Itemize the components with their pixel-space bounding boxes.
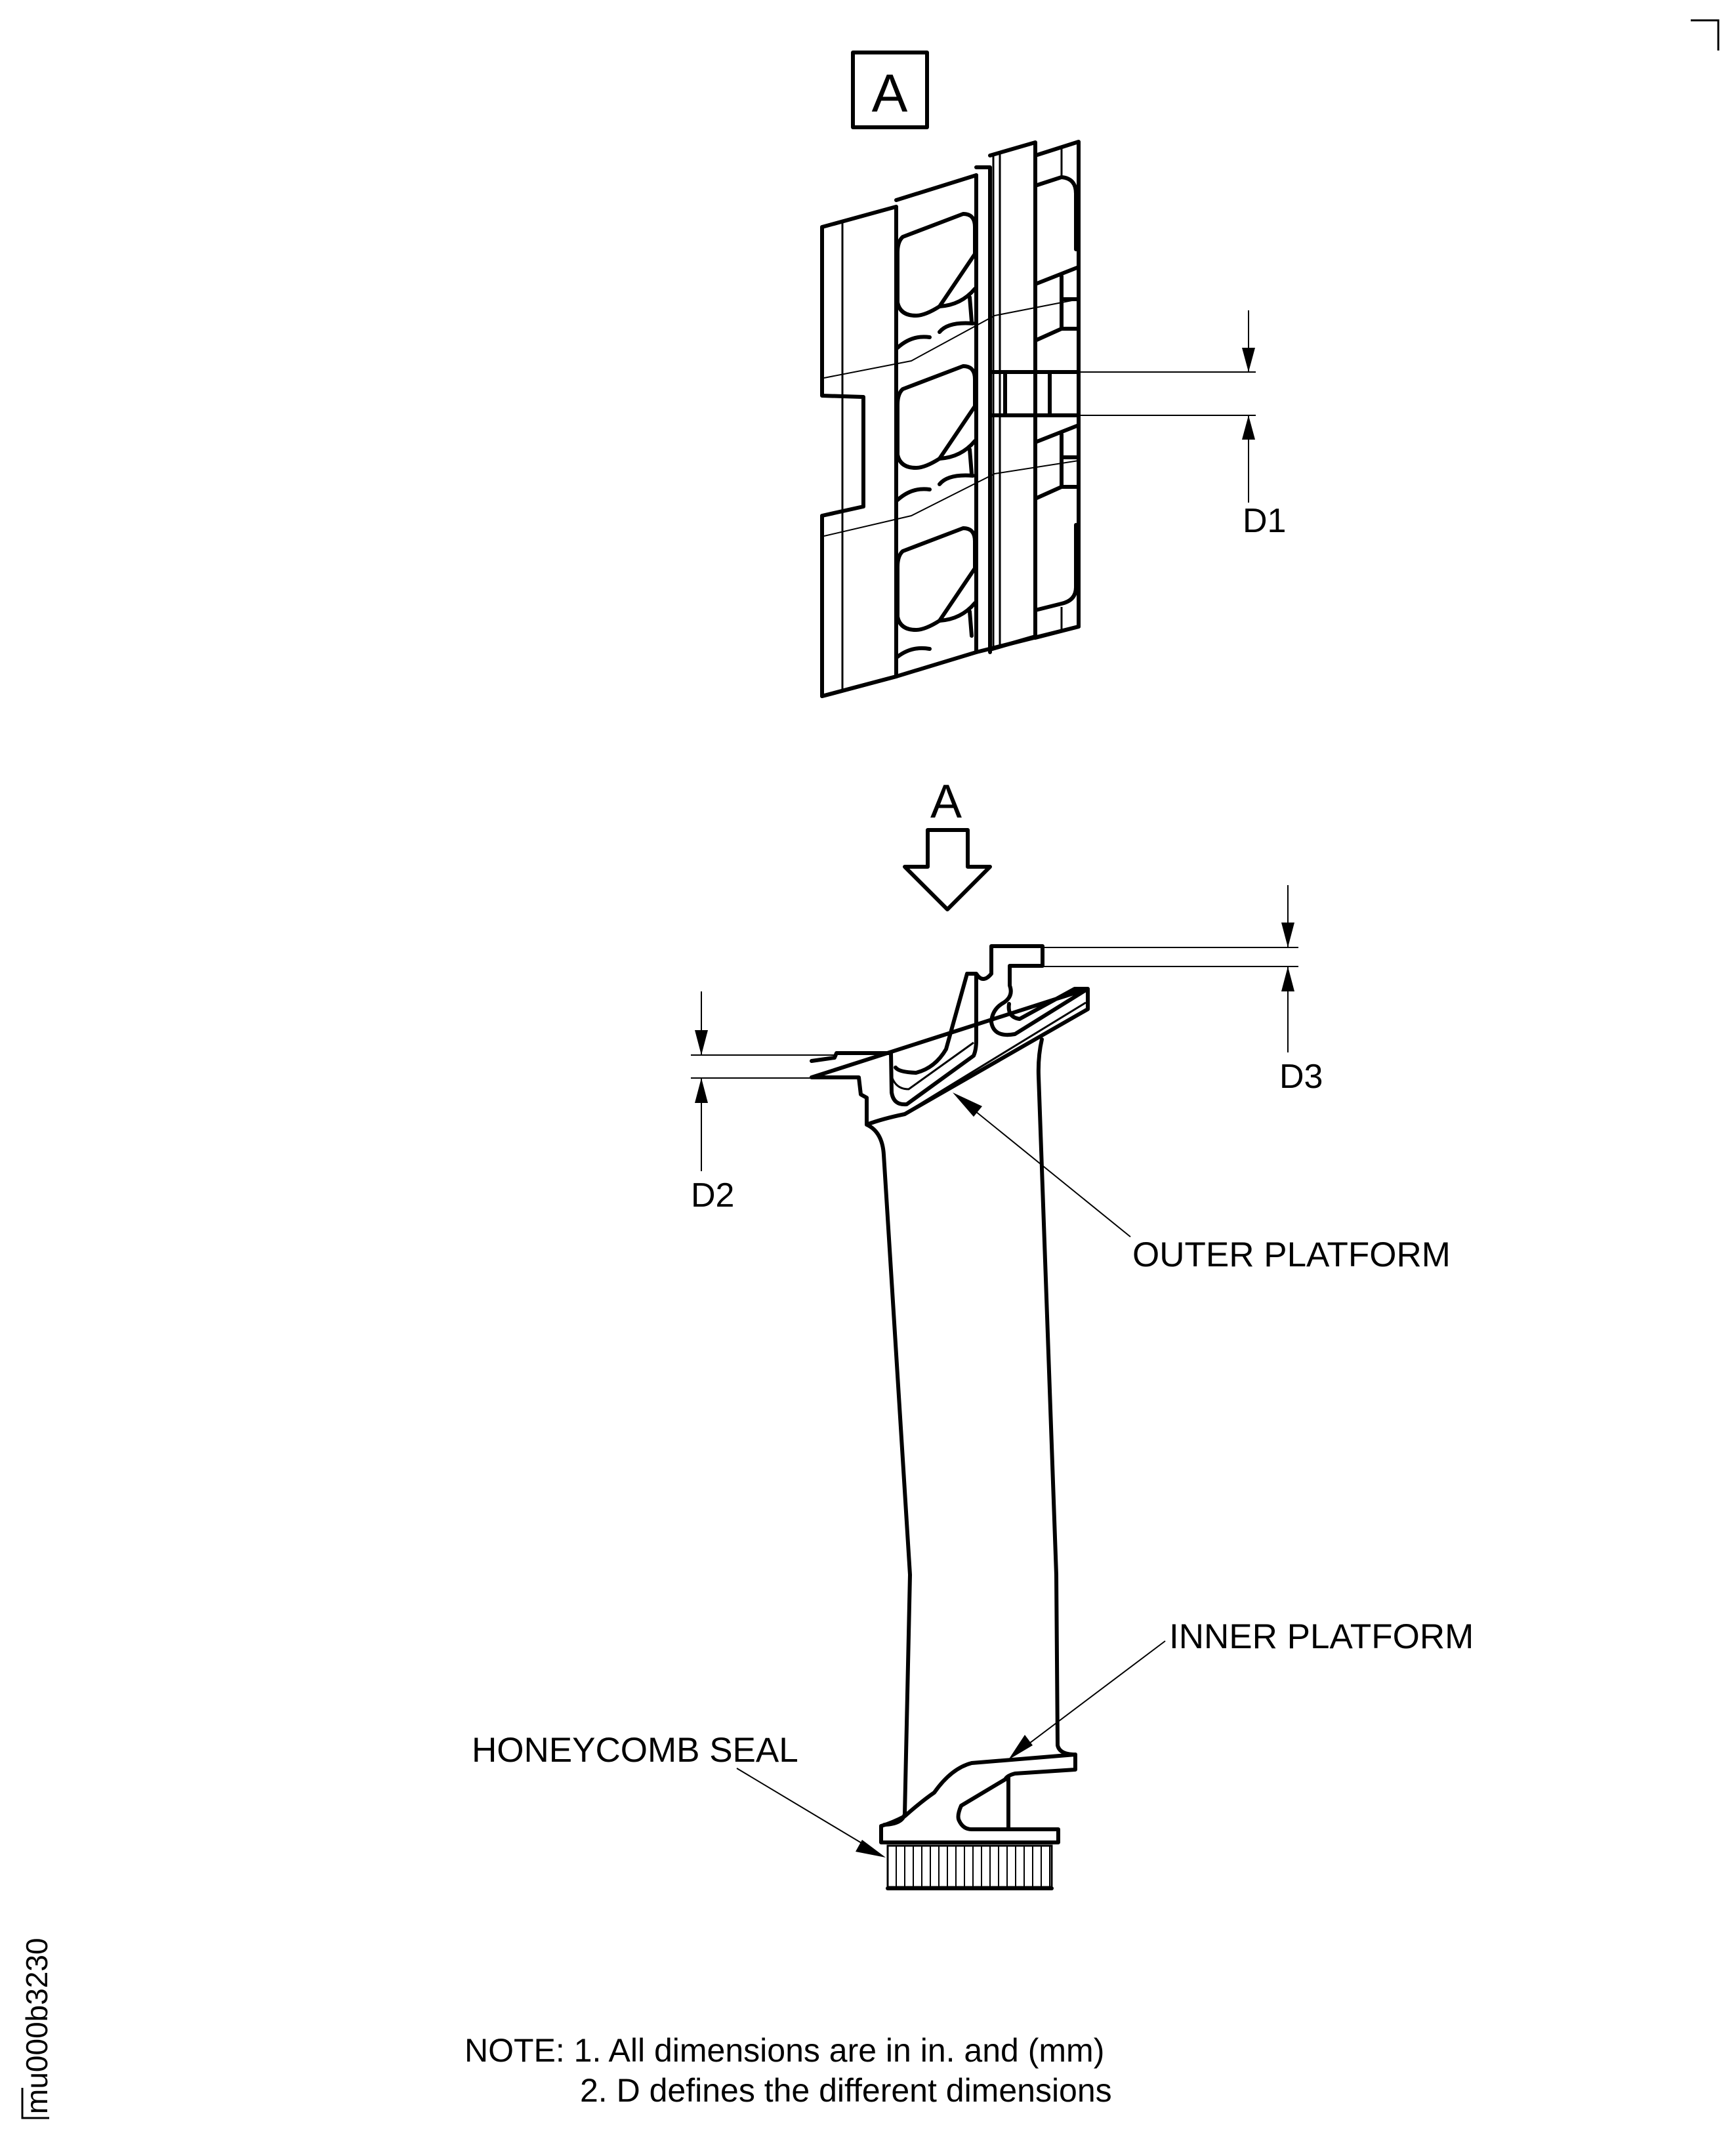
honeycomb-pocket — [896, 526, 977, 659]
dimension-d3: D3 — [1043, 885, 1323, 1096]
honeycomb-seal-label: HONEYCOMB SEAL — [472, 1731, 798, 1770]
arrowhead-icon — [1008, 1735, 1033, 1760]
view-arrow-a: A — [903, 776, 992, 911]
dimension-d2: D2 — [691, 991, 837, 1215]
callout-inner-platform: INNER PLATFORM — [1008, 1617, 1474, 1760]
note-line-1: NOTE: 1. All dimensions are in in. and (… — [465, 2032, 1104, 2069]
inner-platform-outline — [879, 1753, 1077, 1844]
down-arrow-icon — [903, 828, 992, 911]
callout-honeycomb-seal: HONEYCOMB SEAL — [472, 1731, 886, 1858]
arrowhead-icon — [1242, 348, 1255, 372]
outer-platform-outline — [810, 944, 1090, 1127]
corner-mark — [1691, 19, 1720, 51]
figure-id-bracket — [21, 2088, 49, 2119]
d3-label: D3 — [1279, 1058, 1323, 1096]
honeycomb-pocket — [896, 212, 977, 350]
arrowhead-icon — [856, 1840, 886, 1858]
figure-id: mu000b3230 — [20, 1938, 54, 2114]
arrowhead-icon — [1281, 923, 1294, 947]
detail-a-letter: A — [872, 64, 908, 123]
arrowhead-icon — [695, 1078, 708, 1103]
arrowhead-icon — [695, 1030, 708, 1055]
d2-label: D2 — [691, 1176, 734, 1215]
inner-platform-label: INNER PLATFORM — [1169, 1617, 1474, 1656]
honeycomb-pocket — [896, 364, 977, 502]
note-line-2: 2. D defines the different dimensions — [580, 2072, 1112, 2109]
detail-a-seal-section — [820, 140, 1081, 698]
arrowhead-icon — [1281, 966, 1294, 991]
dimension-d1: D1 — [1079, 310, 1286, 540]
callout-outer-platform: OUTER PLATFORM — [953, 1092, 1451, 1274]
outer-platform-label: OUTER PLATFORM — [1132, 1236, 1451, 1274]
detail-a-label: A — [851, 51, 929, 129]
vane-blade — [810, 944, 1090, 1890]
d1-label: D1 — [1243, 502, 1286, 540]
arrowhead-icon — [1242, 415, 1255, 440]
honeycomb-seal — [886, 1844, 1054, 1890]
view-arrow-letter: A — [930, 776, 962, 828]
arrowhead-icon — [953, 1092, 982, 1117]
